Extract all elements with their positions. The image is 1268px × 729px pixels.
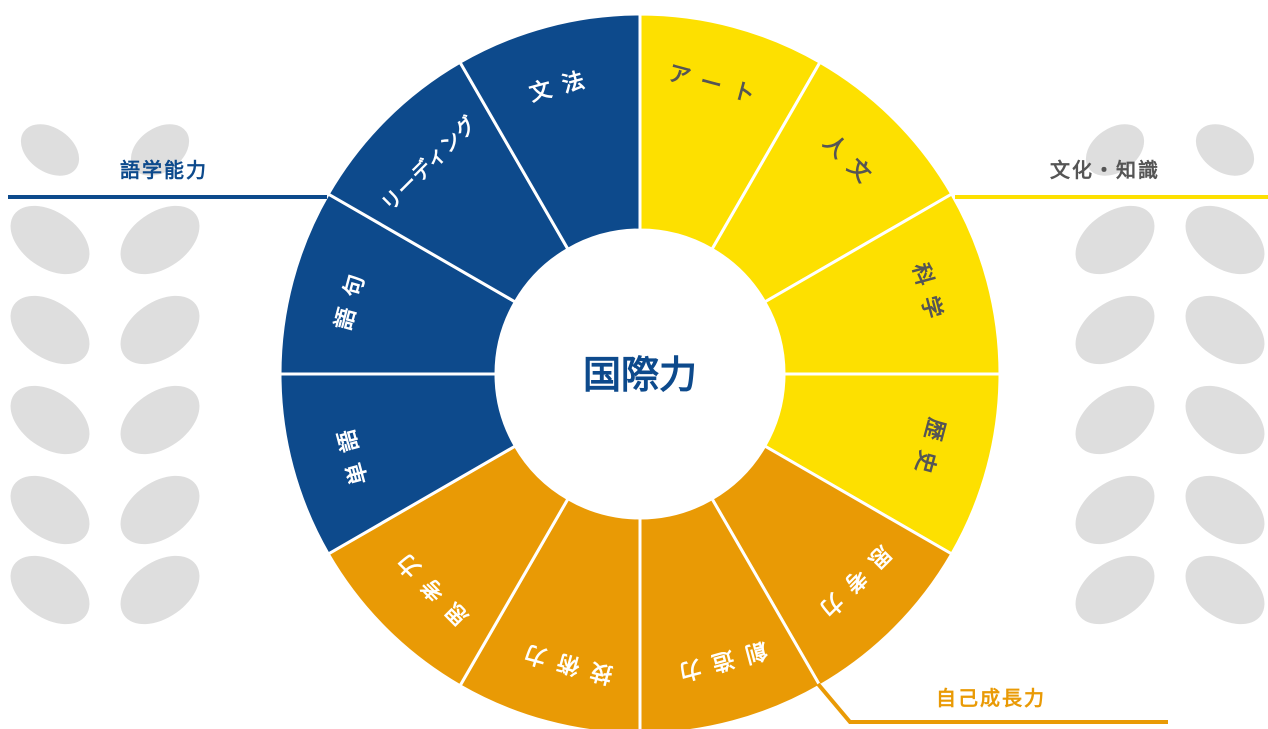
laurel-left-icon <box>10 124 200 625</box>
laurel-leaf <box>1195 124 1255 176</box>
laurel-right-icon <box>1075 124 1265 625</box>
laurel-leaf <box>10 385 90 455</box>
category-label-growth: 自己成長力 <box>936 686 1046 710</box>
category-label-culture: 文化・知識 <box>1050 158 1160 182</box>
laurel-leaf <box>120 295 200 365</box>
laurel-leaf <box>20 124 80 176</box>
laurel-leaf <box>1185 555 1265 625</box>
laurel-leaf <box>1075 205 1155 275</box>
laurel-leaf <box>1185 475 1265 545</box>
laurel-leaf <box>10 555 90 625</box>
laurel-leaf <box>10 205 90 275</box>
category-label-language: 語学能力 <box>120 158 208 182</box>
laurel-leaf <box>1075 295 1155 365</box>
laurel-leaf <box>120 475 200 545</box>
laurel-leaf <box>10 475 90 545</box>
laurel-leaf <box>1075 555 1155 625</box>
center-label: 国際力 <box>583 353 697 397</box>
laurel-leaf <box>1075 475 1155 545</box>
laurel-leaf <box>10 295 90 365</box>
laurel-leaf <box>1185 205 1265 275</box>
laurel-leaf <box>1185 385 1265 455</box>
laurel-leaf <box>1185 295 1265 365</box>
laurel-leaf <box>130 124 190 176</box>
laurel-leaf <box>1075 385 1155 455</box>
laurel-leaf <box>120 555 200 625</box>
laurel-leaf <box>1085 124 1145 176</box>
leader-line-growth <box>816 682 1168 724</box>
laurel-leaf <box>120 385 200 455</box>
category-leader-lines <box>8 195 1268 724</box>
laurel-leaf <box>120 205 200 275</box>
center-circle <box>496 230 784 518</box>
